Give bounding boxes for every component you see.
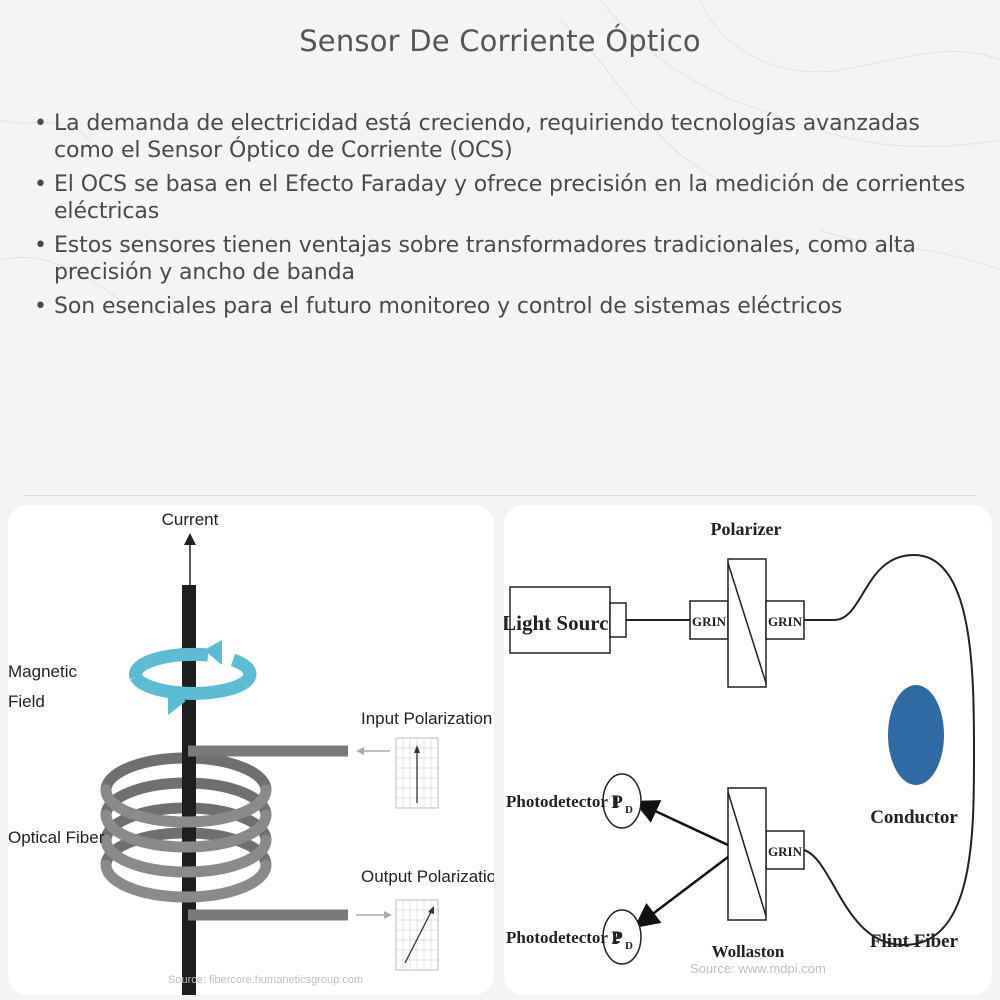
beam-to-pd1 <box>633 800 729 847</box>
bullet-dot: • <box>34 233 47 258</box>
photodetector-1 <box>602 773 642 829</box>
grin-lens-2 <box>765 600 805 640</box>
bullet-text: La demanda de electricidad está creciend… <box>54 111 920 163</box>
flint-fiber-label: Flint Fiber <box>870 931 959 952</box>
input-polarization-grid <box>395 737 439 809</box>
bullet-dot: • <box>34 172 47 197</box>
bullet-dot: • <box>34 294 47 319</box>
photodetector-1-label: Photodetector 1 <box>506 792 620 811</box>
ocs-setup-panel: Light Source Polarizer GRIN GRIN Conduct… <box>504 505 992 995</box>
light-source-label: Light Source <box>504 611 618 635</box>
faraday-diagram: Current Magnetic <box>8 510 494 995</box>
bullet-item: • El OCS se basa en el Efecto Faraday y o… <box>30 171 980 225</box>
input-polarization-label: Input Polarization <box>361 709 492 728</box>
flint-fiber-loop <box>803 553 975 947</box>
bullet-text: El OCS se basa en el Efecto Faraday y of… <box>54 172 966 224</box>
section-divider <box>25 495 975 496</box>
conductor-label: Conductor <box>870 807 958 828</box>
current-label: Current <box>162 510 219 529</box>
magnetic-field-label-line1: Magnetic <box>8 662 77 681</box>
bullet-text: Son esenciales para el futuro monitoreo … <box>54 294 843 319</box>
photodetector-2 <box>602 909 642 965</box>
magnetic-field-arrow <box>129 640 257 715</box>
beam-to-pd2 <box>634 856 729 929</box>
page-title: Sensor De Corriente Óptico <box>299 24 701 58</box>
light-source-connector <box>609 602 627 638</box>
output-polarization-grid <box>395 899 439 971</box>
pd1-symbol: P <box>611 792 623 813</box>
background-texture <box>0 0 1000 301</box>
wollaston-label: Wollaston <box>712 942 785 961</box>
bullet-item: • Estos sensores tienen ventajas sobre tr… <box>30 232 980 286</box>
source-credit-right: Source: www.mdpi.com <box>690 961 826 976</box>
magnetic-field-label-line2: Field <box>8 692 45 711</box>
photodetector-2-label: Photodetector 2 <box>506 928 620 947</box>
pd2-symbol: P <box>611 928 623 949</box>
polarizer-label: Polarizer <box>711 519 782 539</box>
source-credit-left: Source: fibercore.humaneticsgroup.com <box>168 974 363 986</box>
conductor-rod <box>182 585 196 995</box>
faraday-diagram-panel: Current Magnetic <box>8 505 494 995</box>
pd1-subscript: D <box>625 804 633 816</box>
grin-label-3: GRIN <box>768 844 803 859</box>
bullet-item: • Son esenciales para el futuro monitoreo… <box>30 293 980 320</box>
output-polarization-label: Output Polarization <box>361 867 494 886</box>
bullet-text: Estos sensores tienen ventajas sobre tra… <box>54 233 916 285</box>
pd2-subscript: D <box>625 940 633 952</box>
ocs-setup-diagram: Light Source Polarizer GRIN GRIN Conduct… <box>504 519 975 976</box>
grin-lens-3 <box>765 830 805 870</box>
grin-lens-1 <box>689 600 729 640</box>
coil-front <box>100 784 272 903</box>
bullet-item: • La demanda de electricidad está crecien… <box>30 110 980 164</box>
bullet-dot: • <box>34 111 47 136</box>
conductor <box>888 685 944 785</box>
optical-fiber-label: Optical Fiber <box>8 828 105 847</box>
grin-label-2: GRIN <box>768 614 803 629</box>
light-source-box <box>509 586 611 654</box>
bullet-list: • La demanda de electricidad está crecien… <box>30 110 980 327</box>
grin-label-1: GRIN <box>692 614 727 629</box>
